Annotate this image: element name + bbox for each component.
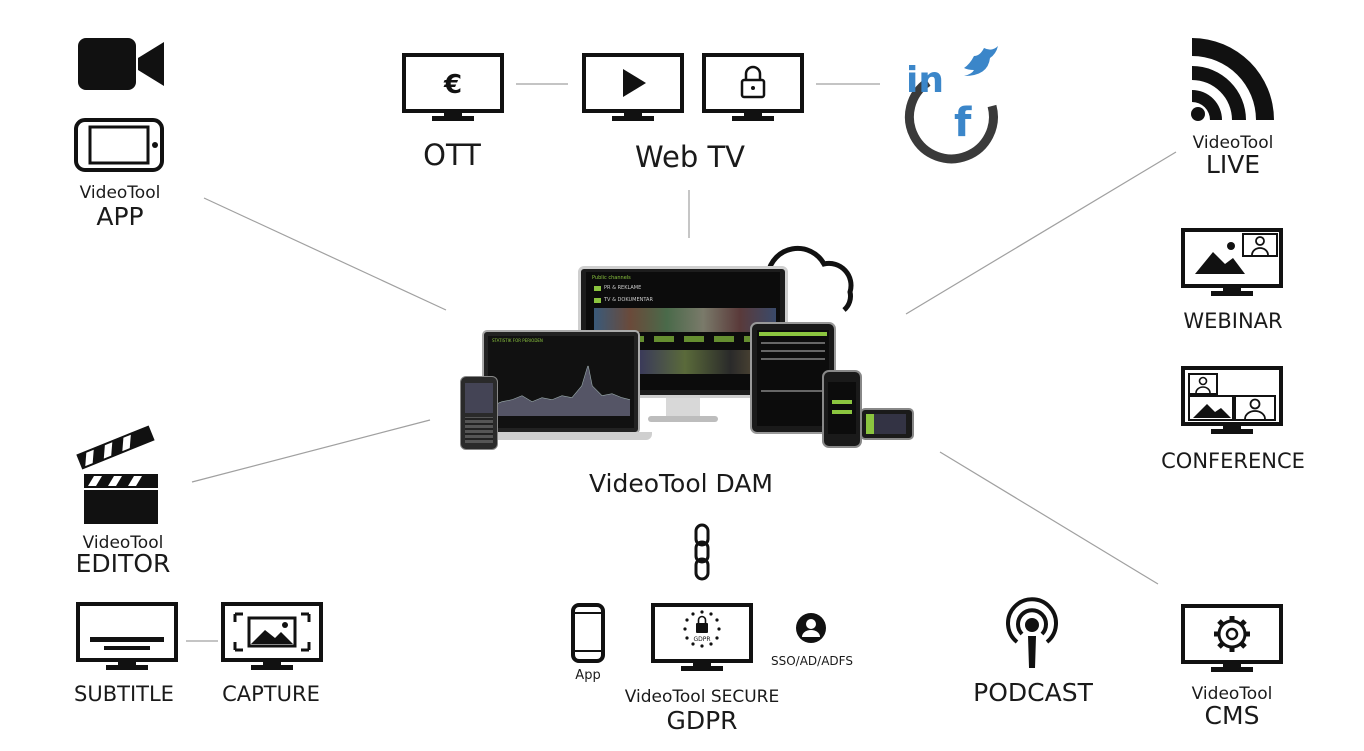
tablet [750, 322, 836, 434]
laptop-header: STATISTIK FOR PERIODEN [492, 338, 543, 343]
cms-label-line2: CMS [1204, 701, 1260, 730]
user-account-icon [796, 613, 826, 643]
smartphone-left [460, 376, 498, 450]
subtitle-monitor-icon [76, 602, 178, 670]
svg-text:€: € [443, 70, 462, 100]
play-monitor-icon [582, 53, 684, 121]
podcast-icon [1006, 597, 1058, 668]
podcast-label: PODCAST [973, 678, 1093, 707]
mobile-app-icon [571, 603, 605, 663]
monitor-header: Public channels [592, 275, 631, 281]
gear-icon [1214, 616, 1250, 652]
folder-label-2: TV & DOKUMENTAR [604, 297, 653, 303]
smartphone-right [822, 370, 862, 448]
live-broadcast-icon [1191, 38, 1274, 121]
app-small-label: App [575, 668, 601, 683]
editor-label-line1: VideoTool [82, 533, 164, 553]
euro-monitor-icon: € [402, 53, 504, 121]
cms-label-line1: VideoTool [1191, 684, 1273, 704]
subtitle-label: SUBTITLE [74, 682, 174, 706]
smartphone-landscape [860, 408, 914, 440]
live-label-line1: VideoTool [1192, 133, 1274, 153]
social-media-icon: in f [904, 46, 998, 164]
webinar-monitor-icon [1181, 228, 1283, 296]
dam-devices-illustration: Public channels PR & REKLAME TV & DOKUME… [440, 236, 920, 450]
webinar-label: WEBINAR [1183, 309, 1283, 333]
laptop: STATISTIK FOR PERIODEN [474, 330, 652, 446]
chain-link-icon [694, 523, 710, 581]
cms-monitor-icon [1181, 604, 1283, 672]
secure-label-line1: VideoTool SECURE [624, 687, 780, 707]
app-label-line2: APP [96, 202, 144, 231]
secure-label-line2: GDPR [666, 706, 738, 735]
ott-label: OTT [423, 138, 481, 172]
video-camera-icon [78, 38, 164, 90]
gdpr-monitor-icon: GDPR [651, 603, 753, 671]
folder-label-1: PR & REKLAME [604, 285, 642, 291]
capture-monitor-icon [221, 602, 323, 670]
lock-monitor-icon [702, 53, 804, 121]
capture-label: CAPTURE [222, 682, 320, 706]
editor-label-line2: EDITOR [75, 549, 171, 578]
linkedin-icon: in [906, 60, 944, 101]
sso-label: SSO/AD/ADFS [771, 654, 853, 668]
webtv-label: Web TV [635, 140, 745, 174]
app-label-line1: VideoTool [79, 183, 161, 203]
smartphone-landscape-icon [74, 118, 164, 172]
facebook-icon: f [954, 100, 972, 146]
gdpr-badge-text: GDPR [693, 636, 710, 643]
clapperboard-icon [76, 425, 158, 524]
conference-monitor-icon [1181, 366, 1283, 434]
twitter-icon [964, 46, 998, 76]
live-label-line2: LIVE [1205, 150, 1261, 179]
dam-label: VideoTool DAM [588, 469, 774, 498]
conference-label: CONFERENCE [1161, 449, 1305, 473]
